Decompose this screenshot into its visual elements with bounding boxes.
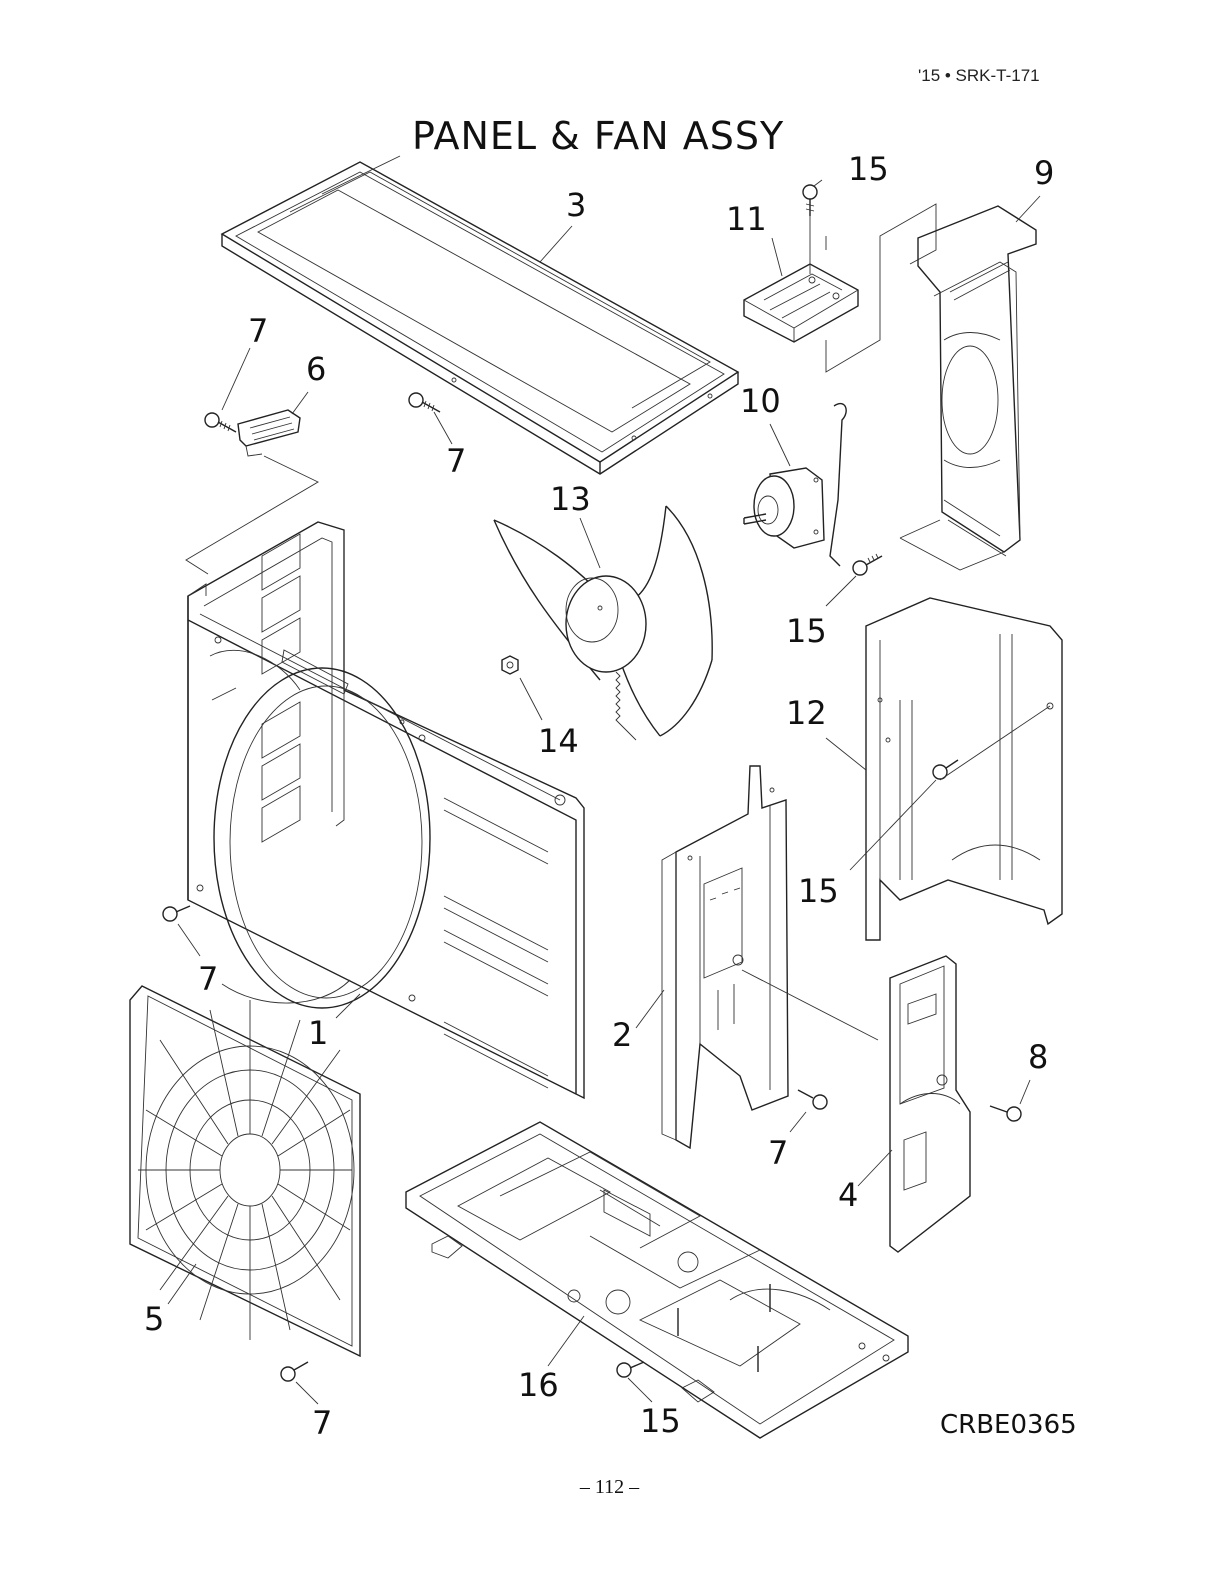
callout-15-motor: 15 <box>786 612 827 650</box>
screw-15-motor <box>853 554 882 575</box>
part-16-base <box>406 1122 908 1438</box>
callout-7-bottom: 7 <box>312 1404 332 1442</box>
callout-2: 2 <box>612 1016 632 1054</box>
screw-7-left-mid <box>163 906 190 921</box>
callout-6: 6 <box>306 350 326 388</box>
callout-5: 5 <box>144 1300 164 1338</box>
callout-7-side-plate: 7 <box>768 1134 788 1172</box>
drawing-code: CRBE0365 <box>940 1410 1077 1440</box>
callout-12: 12 <box>786 694 827 732</box>
screw-15-base <box>617 1362 644 1377</box>
callout-4: 4 <box>838 1176 858 1214</box>
callout-3: 3 <box>566 186 586 224</box>
callout-10: 10 <box>740 382 781 420</box>
screw-7-left-bottom <box>281 1362 308 1381</box>
part-6-clip <box>238 410 300 456</box>
screw-7-side-plate <box>798 1090 827 1109</box>
part-9-motor-support <box>900 206 1036 570</box>
screw-7-left-top <box>205 413 236 432</box>
part-4-service-panel <box>890 956 970 1252</box>
callout-15-partition: 15 <box>798 872 839 910</box>
part-11-bracket <box>744 264 858 342</box>
screw-7-center-top <box>409 393 440 412</box>
callout-7-top-center: 7 <box>446 442 466 480</box>
part-12-partition <box>866 598 1062 940</box>
callout-1: 1 <box>308 1014 328 1052</box>
callout-9: 9 <box>1034 154 1054 192</box>
callout-8: 8 <box>1028 1038 1048 1076</box>
callout-11: 11 <box>726 200 767 238</box>
page-number: – 112 – <box>0 1476 1219 1499</box>
part-13-propeller-fan <box>494 506 712 740</box>
callout-14: 14 <box>538 722 579 760</box>
callout-16: 16 <box>518 1366 559 1404</box>
part-14-nut <box>502 656 518 674</box>
callout-7-top-left: 7 <box>248 312 268 350</box>
callout-15-base: 15 <box>640 1402 681 1440</box>
callout-7-left-mid: 7 <box>198 960 218 998</box>
part-10-fan-motor <box>744 404 846 566</box>
part-1-front-cabinet <box>188 522 584 1098</box>
screw-8-service-panel <box>990 1106 1021 1121</box>
part-2-side-plate <box>662 766 788 1148</box>
assembly-lines <box>186 456 878 1040</box>
screw-15-bracket <box>803 185 817 274</box>
callout-13: 13 <box>550 480 591 518</box>
callout-numbers: 1 2 3 4 5 6 7 7 7 7 7 8 9 10 11 12 13 14… <box>144 150 1054 1442</box>
leader-lines <box>168 180 1040 1404</box>
callout-15-bracket: 15 <box>848 150 889 188</box>
